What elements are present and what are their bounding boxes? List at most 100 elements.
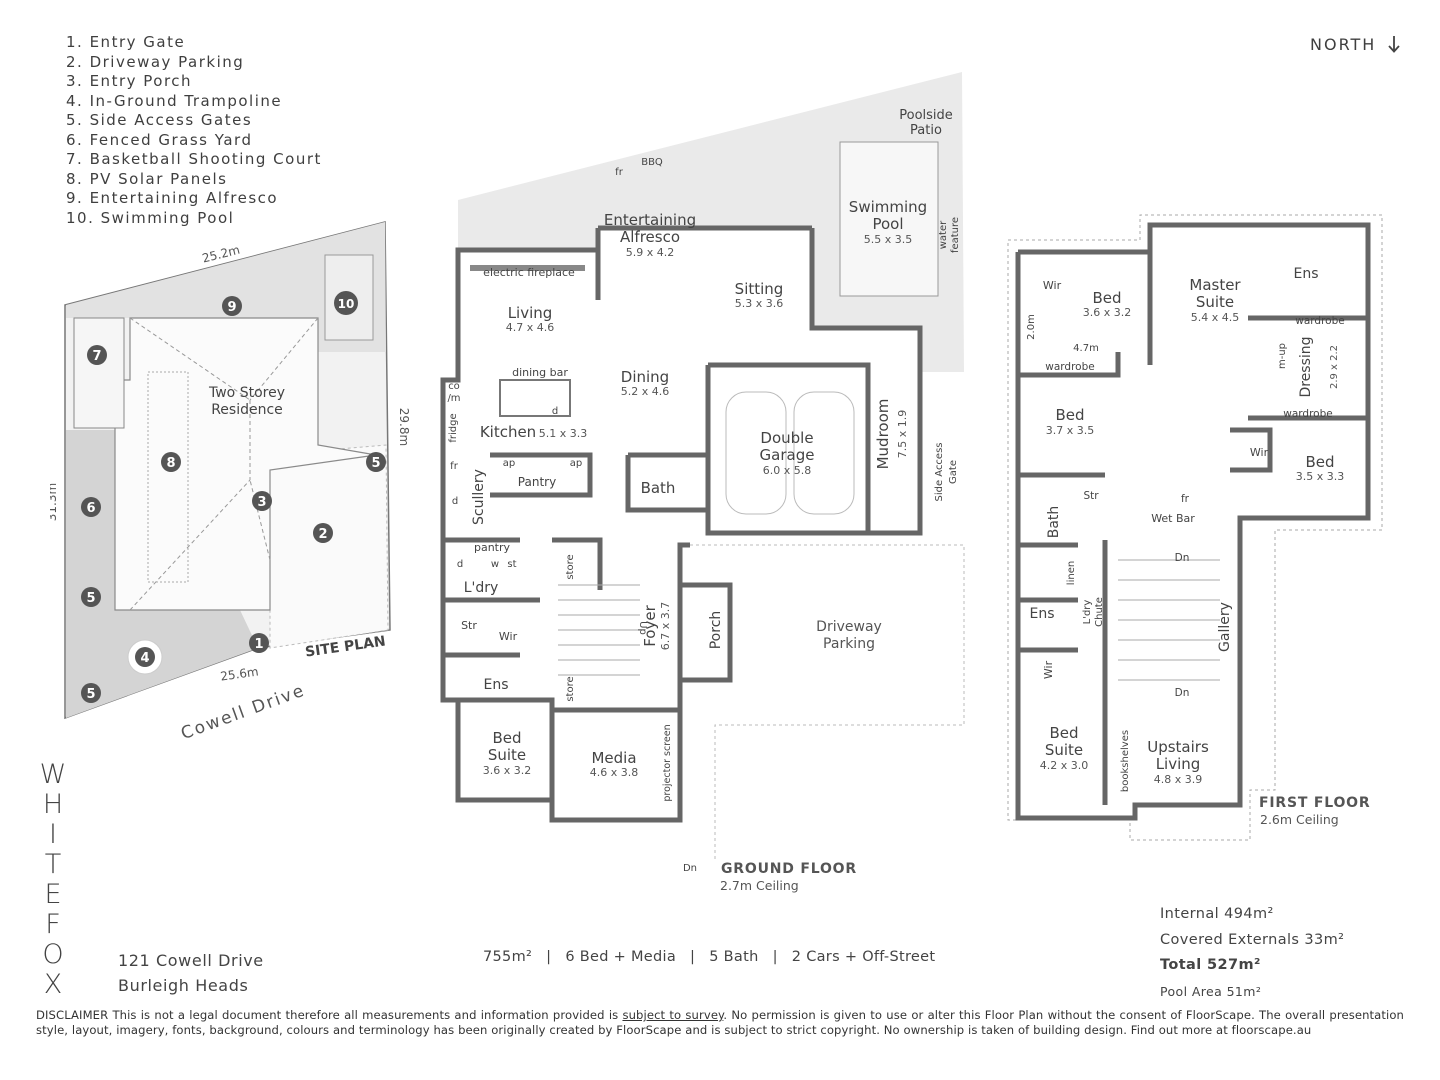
site-marker-5b: 5 bbox=[81, 587, 101, 607]
room-size: 4.6 x 3.8 bbox=[590, 766, 639, 779]
room-bed-suite: Suite bbox=[1045, 741, 1083, 759]
residence-label: Two Storey bbox=[208, 385, 285, 401]
room-upstairs-living: Living bbox=[1156, 755, 1201, 773]
chute-label: L'dry bbox=[1082, 600, 1093, 625]
site-marker-4: 4 bbox=[127, 639, 163, 675]
room-size: 6.7 x 3.7 bbox=[659, 602, 672, 651]
room-size: 4.8 x 3.9 bbox=[1154, 773, 1203, 786]
site-marker-8: 8 bbox=[161, 452, 181, 472]
scullery-label: Scullery bbox=[471, 469, 487, 525]
room-master-suite: Suite bbox=[1196, 293, 1234, 311]
area-summary: Internal 494m² Covered Externals 33m² To… bbox=[1160, 902, 1344, 1004]
residence-label: Residence bbox=[211, 402, 283, 418]
brand-letter: T bbox=[44, 849, 62, 880]
wardrobe-label: wardrobe bbox=[1283, 408, 1332, 420]
microwave-label: /m bbox=[447, 393, 460, 404]
stairs-down-label: Dn bbox=[1175, 552, 1190, 564]
svg-text:5: 5 bbox=[86, 591, 95, 606]
str-label: Str bbox=[1083, 490, 1099, 502]
room-master-suite: Master bbox=[1189, 276, 1241, 294]
site-marker-9: 9 bbox=[222, 296, 242, 316]
svg-text:5: 5 bbox=[371, 456, 380, 471]
stairs-down-label: Dn bbox=[1175, 687, 1190, 699]
linen-label: linen bbox=[1066, 561, 1077, 585]
room-mudroom: Mudroom bbox=[874, 399, 892, 470]
room-alfresco: Entertaining bbox=[604, 211, 696, 229]
site-marker-5c: 5 bbox=[81, 683, 101, 703]
disclaimer-text: . No permission is given to use or alter… bbox=[36, 1008, 1404, 1037]
legend: 1. Entry Gate 2. Driveway Parking 3. Ent… bbox=[66, 33, 322, 228]
room-size: 5.1 x 3.3 bbox=[539, 427, 588, 440]
room-upstairs-living: Upstairs bbox=[1147, 738, 1209, 756]
wir-label: Wir bbox=[499, 630, 518, 643]
room-bed: Bed bbox=[1305, 453, 1334, 471]
room-bed-suite: Bed bbox=[1049, 724, 1078, 742]
address-line: Burleigh Heads bbox=[118, 976, 249, 995]
stat-land: 755m² bbox=[483, 949, 533, 965]
legend-item: 6. Fenced Grass Yard bbox=[66, 130, 253, 149]
fridge-label: fr bbox=[1181, 493, 1190, 505]
svg-text:7: 7 bbox=[92, 349, 101, 364]
water-feature-label: water bbox=[938, 220, 949, 249]
poolside-label: Poolside bbox=[899, 108, 953, 123]
first-floor-plan: Bed 3.6 x 3.2 Master Suite 5.4 x 4.5 Bed… bbox=[1007, 214, 1383, 841]
washer-label: w bbox=[491, 559, 499, 570]
disclaimer: DISCLAIMER This is not a legal document … bbox=[36, 1008, 1404, 1037]
room-alfresco: Alfresco bbox=[620, 228, 680, 246]
legend-item: 7. Basketball Shooting Court bbox=[66, 150, 322, 168]
brand-letter: E bbox=[44, 879, 62, 910]
side-gate-label: Side Access bbox=[934, 442, 945, 501]
site-marker-6: 6 bbox=[81, 497, 101, 517]
disclaimer-text: This is not a legal document therefore a… bbox=[108, 1008, 623, 1022]
survey-link[interactable]: subject to survey bbox=[622, 1008, 724, 1022]
gallery-label: Gallery bbox=[1217, 602, 1233, 652]
wir-label: Wir bbox=[1042, 660, 1055, 679]
porch-label: Porch bbox=[708, 611, 724, 650]
brand-logo: W H I T E F O X bbox=[36, 760, 70, 1000]
first-floor-label: FIRST FLOOR bbox=[1259, 795, 1371, 811]
projector-label: projector screen bbox=[662, 724, 673, 801]
dining-bar-label: dining bar bbox=[512, 366, 568, 379]
appliance-label: ap bbox=[503, 458, 515, 469]
legend-item: 4. In-Ground Trampoline bbox=[66, 91, 283, 110]
disclaimer-lead: DISCLAIMER bbox=[36, 1008, 109, 1022]
fridge-label: fridge bbox=[448, 413, 459, 442]
bath-label: Bath bbox=[1046, 506, 1062, 539]
stairs-down-label: Dn bbox=[683, 863, 697, 874]
wet-bar-label: Wet Bar bbox=[1151, 512, 1195, 525]
ens-label: Ens bbox=[483, 677, 508, 693]
store-label: store bbox=[565, 676, 576, 701]
site-marker-3: 3 bbox=[252, 491, 272, 511]
bath-label: Bath bbox=[641, 479, 676, 497]
room-foyer: Foyer bbox=[641, 604, 659, 646]
room-size: 5.2 x 4.6 bbox=[621, 385, 670, 398]
fridge-label: fr bbox=[450, 461, 459, 472]
ens-label: Ens bbox=[1029, 606, 1054, 622]
side-gate-label: Gate bbox=[948, 460, 959, 484]
brand-letter: W bbox=[39, 759, 67, 790]
room-dining: Dining bbox=[621, 368, 669, 386]
wir-label: Wir bbox=[1043, 279, 1062, 292]
room-size: 5.3 x 3.6 bbox=[735, 297, 784, 310]
appliance-label: ap bbox=[570, 458, 582, 469]
property-stats: 755m²|6 Bed + Media|5 Bath|2 Cars + Off-… bbox=[483, 949, 936, 965]
brand-letter: I bbox=[49, 819, 57, 850]
stat-beds: 6 Bed + Media bbox=[565, 949, 677, 965]
room-garage: Double bbox=[760, 429, 813, 447]
room-kitchen: Kitchen bbox=[480, 423, 536, 441]
dryer-label: d bbox=[457, 559, 463, 570]
svg-text:10: 10 bbox=[338, 297, 355, 311]
svg-text:6: 6 bbox=[86, 501, 95, 516]
poolside-label: Patio bbox=[910, 123, 942, 138]
wardrobe-label: wardrobe bbox=[1295, 315, 1344, 327]
dishwasher-label: d bbox=[552, 406, 558, 417]
room-size: 5.9 x 4.2 bbox=[626, 246, 675, 259]
site-marker-5a: 5 bbox=[366, 452, 386, 472]
legend-item: 3. Entry Porch bbox=[66, 72, 193, 90]
bbq-label: BBQ bbox=[641, 157, 663, 168]
dim-bottom: 25.6m bbox=[219, 664, 259, 683]
room-bed-suite: Suite bbox=[488, 746, 526, 764]
dim-label: 2.0m bbox=[1026, 314, 1037, 340]
area-internal: Internal 494m² bbox=[1160, 906, 1274, 922]
wardrobe-label: wardrobe bbox=[1045, 361, 1094, 373]
